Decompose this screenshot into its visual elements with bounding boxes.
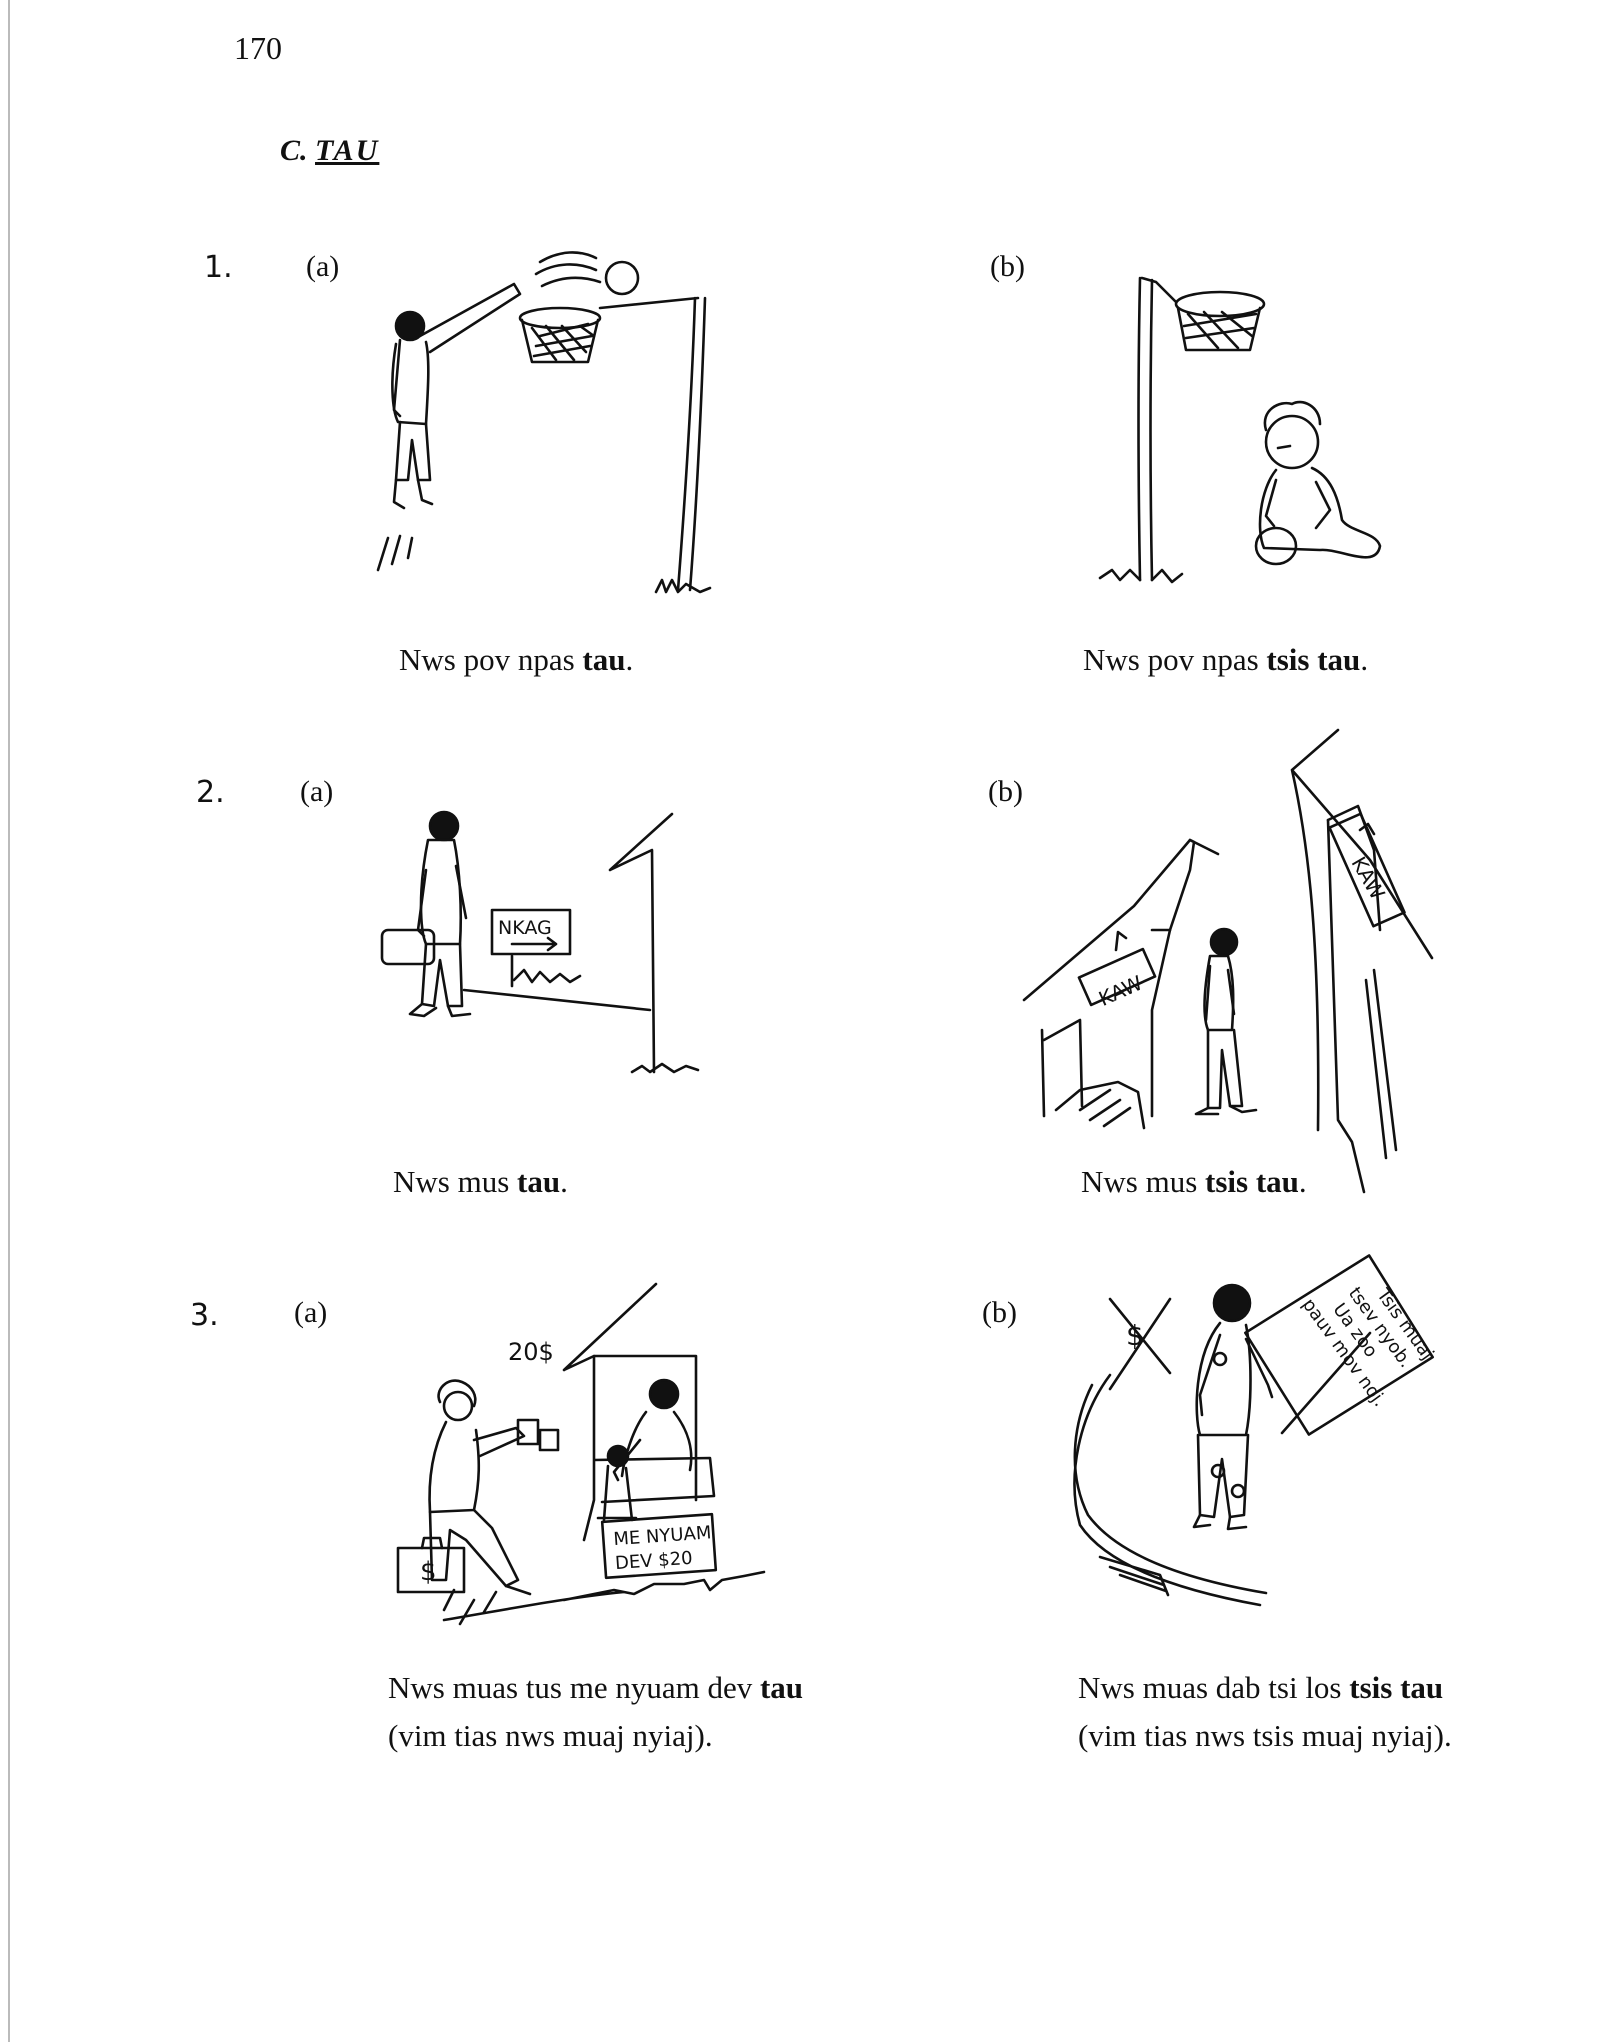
shop-sign-line1: ME NYUAM xyxy=(613,1522,712,1550)
caption-3a-line2: (vim tias nws muaj nyiaj). xyxy=(388,1718,713,1753)
caption-2b: Nws mus tsis tau. xyxy=(1081,1164,1307,1199)
item-3b-label: (b) xyxy=(982,1296,1017,1329)
sign-nkag: NKAG xyxy=(498,917,552,939)
illustration-3a-buying-puppy: ME NYUAM DEV $20 20$ $ xyxy=(396,1282,766,1626)
item-number-1: 1. xyxy=(204,250,233,285)
illustration-1b-basket-missed xyxy=(1098,276,1382,584)
sign-kaw-left: KAW xyxy=(1095,971,1146,1011)
section-letter: C. xyxy=(280,134,308,167)
caption-1a: Nws pov npas tau. xyxy=(399,642,634,677)
page-number: 170 xyxy=(234,30,282,66)
section-heading: C. TAU xyxy=(280,134,379,168)
shop-sign-line2: DEV $20 xyxy=(614,1548,693,1574)
briefcase-symbol: $ xyxy=(420,1557,437,1587)
item-number-2: 2. xyxy=(196,775,225,810)
section-title: TAU xyxy=(315,134,380,167)
illustration-2b-blocked: KAW KAW xyxy=(1022,728,1434,1194)
illustration-2a-walking-in: NKAG xyxy=(380,810,700,1074)
caption-2a: Nws mus tau. xyxy=(393,1164,568,1199)
item-number-3: 3. xyxy=(190,1298,219,1333)
page-edge xyxy=(8,0,10,2042)
price-tag: 20$ xyxy=(508,1338,554,1366)
item-2a-label: (a) xyxy=(300,775,334,808)
item-2b-label: (b) xyxy=(988,775,1023,808)
caption-1b: Nws pov npas tsis tau. xyxy=(1083,642,1369,677)
illustration-3b-beggar: $ Tsis muaj tsev nyob. Ua zoo pauv mov n… xyxy=(1073,1254,1438,1607)
item-3a-label: (a) xyxy=(294,1296,328,1329)
item-1a-label: (a) xyxy=(306,250,340,283)
illustration-1a-basket-made xyxy=(376,251,712,594)
caption-3b: Nws muas dab tsi los tsis tau(vim tias n… xyxy=(1078,1670,1452,1753)
caption-3b-line2: (vim tias nws tsis muaj nyiaj). xyxy=(1078,1718,1452,1753)
caption-3a: Nws muas tus me nyuam dev tau(vim tias n… xyxy=(388,1670,804,1753)
item-1b-label: (b) xyxy=(990,250,1025,283)
